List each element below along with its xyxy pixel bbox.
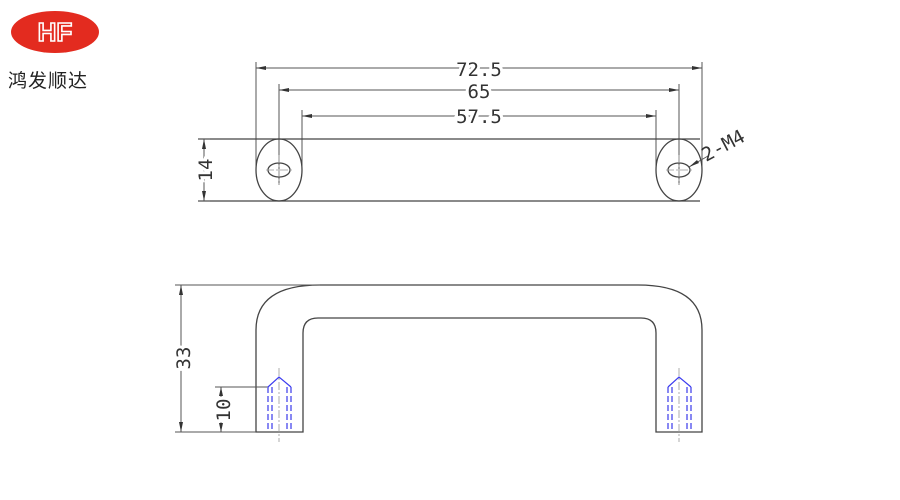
dim-thread-depth-10: 10 [210,386,268,432]
logo-text: HF [38,17,73,47]
thread-hole-right [667,368,692,442]
dim-height-33: 33 [170,284,320,433]
company-logo: HF [11,11,99,53]
mount-boss-right [655,138,703,202]
dim-inner: 57.5 [302,103,656,131]
handle-profile [255,284,703,433]
top-view: 72.5 65 57.5 14 [192,56,749,202]
dim-label-height: 14 [195,159,217,182]
mount-boss-left [255,138,303,202]
brand-name: 鸿发顺达 [8,70,89,92]
dim-hole-pitch: 65 [279,78,679,106]
dim-label-10: 10 [213,399,235,422]
thread-hole-left [267,368,292,442]
dim-label-33: 33 [173,347,195,370]
dim-label-hole-pitch: 65 [468,81,491,103]
thread-callout: 2-M4 [688,126,749,168]
thread-note: 2-M4 [698,126,749,167]
dim-overall: 72.5 [256,56,702,84]
front-view: 33 10 [170,284,703,442]
dim-height-14: 14 [192,138,220,202]
dim-label-inner: 57.5 [456,106,502,128]
dim-label-overall: 72.5 [456,59,502,81]
